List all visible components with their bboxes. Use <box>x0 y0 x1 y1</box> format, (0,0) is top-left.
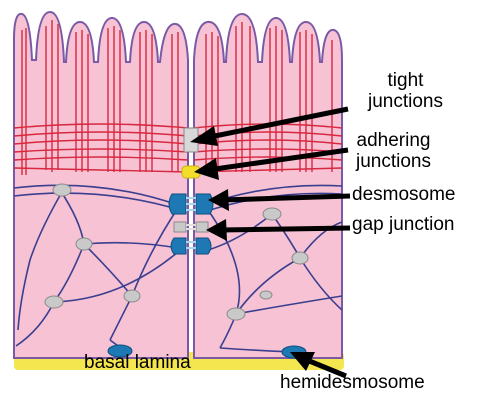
desmosome-lower <box>171 238 211 254</box>
left-cell <box>14 12 188 358</box>
adhering-junctions-line-2: junctions <box>356 151 431 172</box>
desmosome-label: desmosome <box>352 184 456 205</box>
gap-junction <box>174 222 208 232</box>
hemidesmosome-label: hemidesmosome <box>280 372 425 393</box>
tight-junctions-line-2: junctions <box>368 91 443 112</box>
basal-lamina-label: basal lamina <box>84 352 191 373</box>
gap-junction-label: gap junction <box>352 214 454 235</box>
adhering-junctions-line-1: adhering <box>356 130 431 151</box>
adhering-junctions-label: adhering junctions <box>356 130 431 172</box>
tight-junctions-label: tight junctions <box>368 70 443 112</box>
desmosome-upper <box>169 194 213 214</box>
tight-junctions-line-1: tight <box>368 70 443 91</box>
